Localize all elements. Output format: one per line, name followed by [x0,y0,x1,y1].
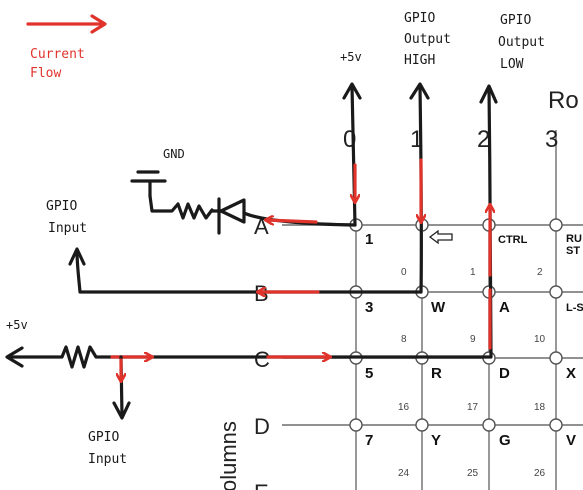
ground-icon [130,170,167,198]
down-arrow-icon [112,401,131,420]
key-label: 5 [365,365,373,382]
wire-row-b [75,249,423,294]
gpio-input-top-line1: GPIO [46,199,77,214]
gpio-low-line3: LOW [500,57,524,72]
key-label: CTRL [498,234,528,246]
key-code: 17 [467,402,479,413]
key-label: G [499,432,511,449]
key-code: 8 [401,334,407,345]
current-row-a [266,220,318,222]
vcc-left-label: +5v [6,318,28,332]
columns-side-label: olumns [216,421,241,490]
wire-gnd-resistor [148,194,214,220]
gpio-low-line2: Output [498,35,545,50]
key-label: 1 [365,231,373,248]
matrix-title: Ro [548,87,579,114]
key-label: L-S [566,302,583,314]
column-number-3: 3 [545,126,558,153]
column-number-2: 2 [477,126,490,153]
key-label: Y [431,432,441,449]
left-arrow-icon [5,346,24,368]
legend-arrow-icon [26,14,107,34]
row-letter-d: D [254,414,270,439]
key-code: 0 [401,267,407,278]
key-code: 25 [467,468,479,479]
gpio-low-line1: GPIO [500,13,531,28]
key-code: 1 [470,267,476,278]
key-code: 2 [537,267,543,278]
gpio-high-line3: HIGH [404,53,435,68]
node [349,418,363,432]
diode-icon [210,197,246,235]
key-label: X [566,365,576,382]
key-label: RU [566,233,582,245]
key-label: 3 [365,299,373,316]
node [549,418,563,432]
gnd-label: GND [163,147,185,161]
node [482,418,496,432]
up-arrow-icon [342,82,362,100]
gpio-input-bottom-line1: GPIO [88,430,119,445]
key-label: A [499,299,510,316]
legend-label-line1: Current [30,47,85,62]
gpio-input-bottom-line2: Input [88,452,127,467]
node [549,285,563,299]
key-label: W [431,299,446,316]
key-label: D [499,365,510,382]
wire-vcc-left [6,345,493,369]
key-code: 26 [534,468,546,479]
row-letter-c: C [254,347,270,372]
wire-col0 [350,84,357,227]
key-code: 24 [398,468,410,479]
row-letter-e: E [254,480,269,490]
node [415,418,429,432]
key-code: 16 [398,402,410,413]
key-label: R [431,365,442,382]
vcc-top-label: +5v [340,50,362,64]
gpio-input-top-line2: Input [48,221,87,236]
key-code: 18 [534,402,546,413]
node [549,218,563,232]
key-label: 7 [365,432,373,449]
gpio-high-line1: GPIO [404,11,435,26]
up-arrow-icon [68,247,86,266]
key-code: 10 [534,334,546,345]
key-code: 9 [470,334,476,345]
key-label: ST [566,245,580,257]
legend-label-line2: Flow [30,66,61,81]
up-arrow-icon [479,84,498,104]
node [549,351,563,365]
left-arrow-key-icon [428,229,453,245]
key-label: V [566,432,576,449]
up-arrow-icon [409,82,430,100]
gpio-high-line2: Output [404,32,451,47]
